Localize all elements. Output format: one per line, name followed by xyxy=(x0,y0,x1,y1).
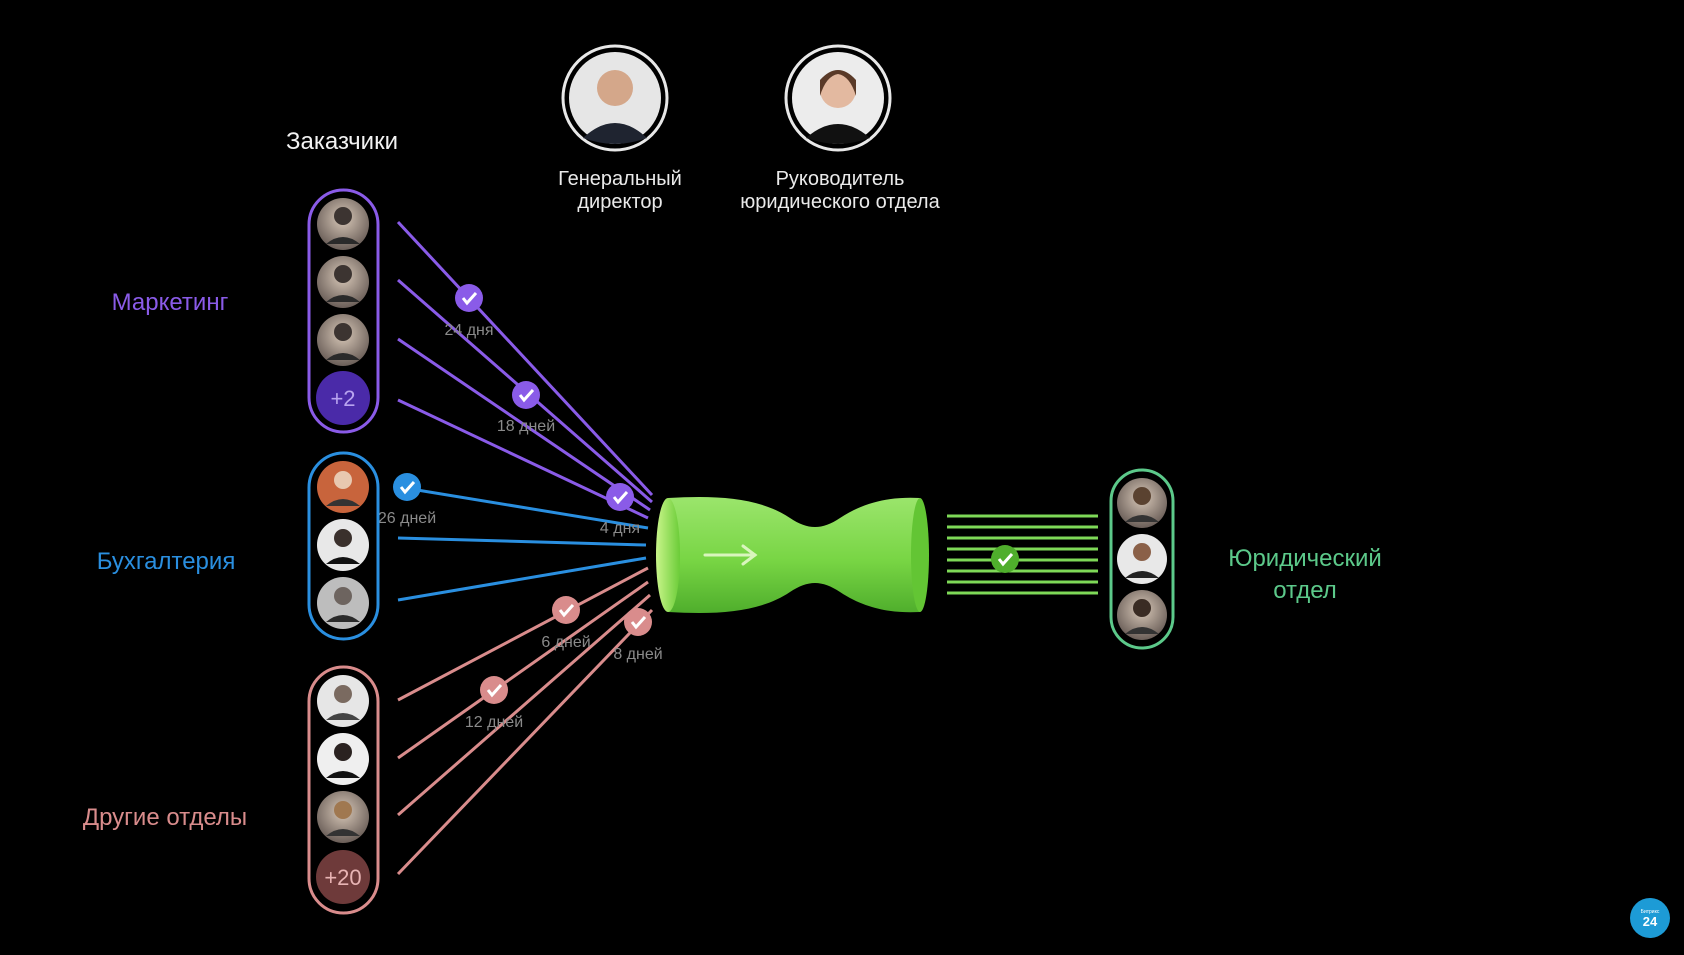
avatar xyxy=(1117,534,1167,584)
other-group: +20 xyxy=(307,665,380,915)
other-lines xyxy=(396,566,654,876)
connection-line xyxy=(397,337,651,512)
legal-label-line: отдел xyxy=(1273,577,1337,604)
duration-marks: 24 дня 18 дней 4 дня 26 дней 6 дней 8 дн… xyxy=(378,284,663,731)
connection-line xyxy=(396,220,654,497)
connection-line xyxy=(397,556,647,602)
approval-funnel xyxy=(656,497,929,613)
executive-label-line: директор xyxy=(577,191,663,213)
check-icon xyxy=(480,676,508,704)
arrow-right-icon xyxy=(703,544,758,566)
avatar xyxy=(1117,478,1167,528)
check-icon xyxy=(512,381,540,409)
duration-label: 26 дней xyxy=(378,510,436,527)
avatar xyxy=(317,461,369,513)
check-icon xyxy=(393,473,421,501)
avatar xyxy=(317,675,369,727)
avatar xyxy=(317,791,369,843)
department-label-legal: Юридический отдел xyxy=(1200,543,1410,607)
brand-logo: Битрикс 24 xyxy=(1630,898,1670,938)
check-icon xyxy=(606,483,634,511)
more-count-label: +20 xyxy=(324,865,361,890)
marketing-lines xyxy=(396,220,654,520)
customers-heading: Заказчики xyxy=(286,128,398,155)
avatar xyxy=(317,519,369,571)
connection-line xyxy=(397,593,651,817)
check-icon xyxy=(991,545,1019,573)
avatar xyxy=(317,314,369,366)
duration-label: 18 дней xyxy=(497,418,555,435)
executive-label-line: Генеральный xyxy=(558,168,682,190)
executive-label: Руководитель юридического отдела xyxy=(725,168,955,214)
legal-group xyxy=(1109,468,1175,650)
department-label-marketing: Маркетинг xyxy=(111,289,229,316)
avatar xyxy=(1117,590,1167,640)
duration-label: 6 дней xyxy=(541,634,590,651)
department-label-accounting: Бухгалтерия xyxy=(96,548,236,575)
check-icon xyxy=(552,596,580,624)
brand-logo-small: Битрикс xyxy=(1640,908,1660,915)
duration-label: 12 дней xyxy=(465,714,523,731)
connection-line xyxy=(397,580,649,760)
avatar xyxy=(317,577,369,629)
duration-label: 24 дня xyxy=(444,322,493,339)
executive-label-line: Руководитель xyxy=(775,168,905,190)
executive-label-line: юридического отдела xyxy=(740,191,940,213)
duration-label: 4 дня xyxy=(600,520,640,537)
avatar xyxy=(317,198,369,250)
more-count-badge xyxy=(316,371,370,425)
executive-avatar xyxy=(784,44,892,152)
output-lines xyxy=(947,514,1098,595)
accounting-group xyxy=(307,451,380,641)
department-label-other: Другие отделы xyxy=(82,804,248,831)
duration-label: 8 дней xyxy=(613,646,662,663)
connection-line xyxy=(396,608,654,876)
avatar xyxy=(317,256,369,308)
executive-label: Генеральный директор xyxy=(545,168,695,214)
check-icon xyxy=(455,284,483,312)
avatar xyxy=(317,733,369,785)
connection-line xyxy=(404,486,649,530)
check-icon xyxy=(624,608,652,636)
executive-avatar xyxy=(561,44,669,152)
more-count-badge xyxy=(316,850,370,904)
connection-line xyxy=(397,566,649,702)
accounting-lines xyxy=(397,486,649,602)
brand-logo-big: 24 xyxy=(1642,913,1658,929)
marketing-group: +2 xyxy=(307,188,380,434)
connection-line xyxy=(397,536,647,547)
legal-label-line: Юридический xyxy=(1228,545,1382,572)
more-count-label: +2 xyxy=(330,386,355,411)
